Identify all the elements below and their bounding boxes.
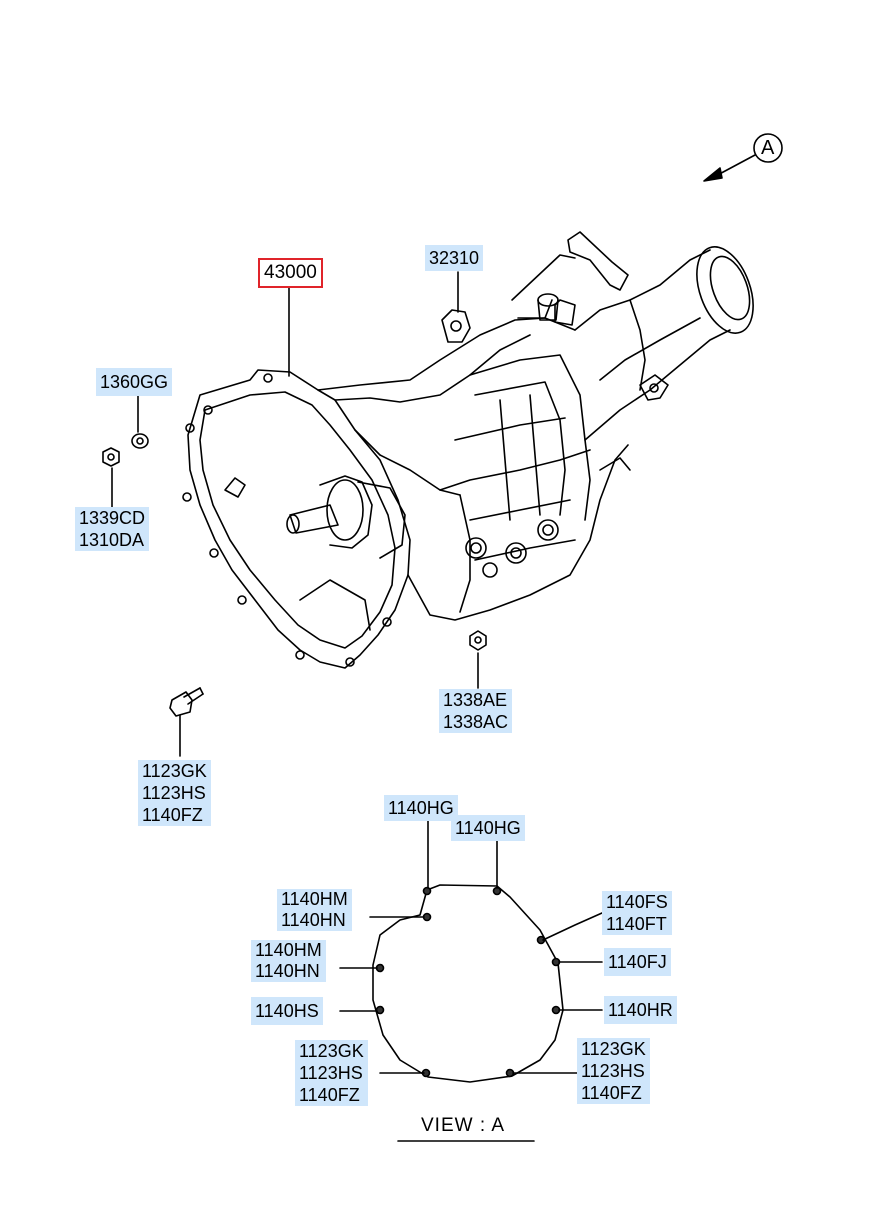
part-label-1123gk[interactable]: 1123GK bbox=[299, 1041, 364, 1061]
part-label-1140fz[interactable]: 1140FZ bbox=[581, 1083, 642, 1103]
part-label-1123hs[interactable]: 1123HS bbox=[299, 1063, 363, 1083]
part-label-1339cd[interactable]: 1339CD bbox=[79, 508, 146, 528]
part-label-1140hg-left[interactable]: 1140HG bbox=[384, 795, 458, 821]
part-label-group-1339cd: 1339CD 1310DA bbox=[75, 507, 150, 551]
part-label-1140fz[interactable]: 1140FZ bbox=[142, 805, 203, 825]
washer-1360gg bbox=[131, 433, 149, 449]
part-label-1140hs[interactable]: 1140HS bbox=[251, 997, 323, 1025]
part-label-1140fz[interactable]: 1140FZ bbox=[299, 1085, 360, 1105]
part-label-1140hn[interactable]: 1140HN bbox=[255, 961, 320, 981]
nut-1338ae bbox=[469, 630, 487, 651]
part-label-1123gk[interactable]: 1123GK bbox=[581, 1039, 646, 1059]
part-label-1123hs[interactable]: 1123HS bbox=[581, 1061, 645, 1081]
transmission-assembly bbox=[182, 231, 754, 669]
view-arrow bbox=[703, 133, 783, 182]
part-label-1310da[interactable]: 1310DA bbox=[79, 530, 145, 550]
part-label-group-hm-hn-1: 1140HM 1140HN bbox=[277, 889, 352, 931]
part-label-group-hm-hn-2: 1140HM 1140HN bbox=[251, 940, 326, 982]
nut-1339cd bbox=[102, 447, 120, 467]
part-label-43000[interactable]: 43000 bbox=[258, 258, 323, 288]
part-label-1140fs[interactable]: 1140FS bbox=[606, 892, 668, 912]
part-label-32310[interactable]: 32310 bbox=[425, 245, 484, 271]
part-label-1123gk[interactable]: 1123GK bbox=[142, 761, 207, 781]
part-label-1140fj[interactable]: 1140FJ bbox=[604, 948, 671, 976]
part-label-group-fs-ft: 1140FS 1140FT bbox=[602, 891, 672, 935]
view-label: VIEW : A bbox=[421, 1115, 506, 1136]
part-label-1338ae[interactable]: 1338AE bbox=[443, 690, 508, 710]
part-label-1140hm[interactable]: 1140HM bbox=[255, 940, 322, 960]
part-label-group-bolt: 1123GK 1123HS 1140FZ bbox=[138, 760, 211, 826]
part-label-1123hs[interactable]: 1123HS bbox=[142, 783, 206, 803]
part-label-group-bottom-left: 1123GK 1123HS 1140FZ bbox=[295, 1040, 368, 1106]
part-label-1140hn[interactable]: 1140HN bbox=[281, 910, 346, 930]
part-label-1360gg[interactable]: 1360GG bbox=[96, 368, 173, 396]
bolt-1123gk bbox=[169, 687, 204, 717]
part-label-1140ft[interactable]: 1140FT bbox=[606, 914, 667, 934]
part-label-1140hr[interactable]: 1140HR bbox=[604, 996, 677, 1024]
part-label-1140hg-right[interactable]: 1140HG bbox=[451, 815, 525, 841]
view-a-outline bbox=[372, 884, 564, 1083]
part-label-1338ac[interactable]: 1338AC bbox=[443, 712, 509, 732]
part-label-1140hm[interactable]: 1140HM bbox=[281, 889, 348, 909]
part-label-group-bottom-right: 1123GK 1123HS 1140FZ bbox=[577, 1038, 650, 1104]
view-callout-letter: A bbox=[761, 137, 775, 159]
part-label-group-1338ae: 1338AE 1338AC bbox=[439, 689, 513, 733]
